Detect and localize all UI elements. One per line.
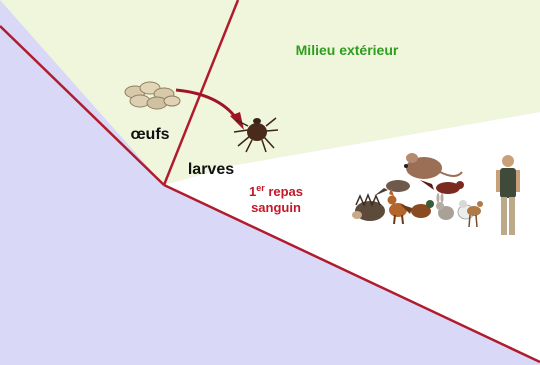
blood-meal-ordinal: 1 — [249, 184, 256, 199]
pheasant-icon — [400, 200, 434, 218]
tick-larva-icon — [233, 117, 279, 153]
human-icon — [496, 155, 520, 235]
left-divider-line — [0, 25, 165, 186]
blood-meal-label-line2: sanguin — [251, 200, 301, 215]
bird-icon — [420, 180, 464, 194]
outer-environment-region — [0, 0, 540, 185]
hedgehog-icon — [352, 192, 385, 221]
mouse-icon — [404, 153, 463, 179]
deer-icon — [467, 201, 483, 228]
blood-meal-ordinal-superscript: er — [256, 183, 265, 193]
rabbit-icon — [436, 193, 454, 220]
lower-divider-line — [163, 183, 540, 364]
blood-meal-label-line1: 1er repas — [249, 183, 303, 199]
eggs-label: œufs — [130, 126, 169, 143]
blood-meal-word: repas — [265, 184, 303, 199]
bird-icon — [374, 180, 410, 196]
stage-divider-line — [162, 0, 240, 186]
eggs-cluster-icon — [124, 81, 181, 110]
outer-environment-title: Milieu extérieur — [296, 42, 399, 58]
larvae-label: larves — [188, 161, 234, 178]
